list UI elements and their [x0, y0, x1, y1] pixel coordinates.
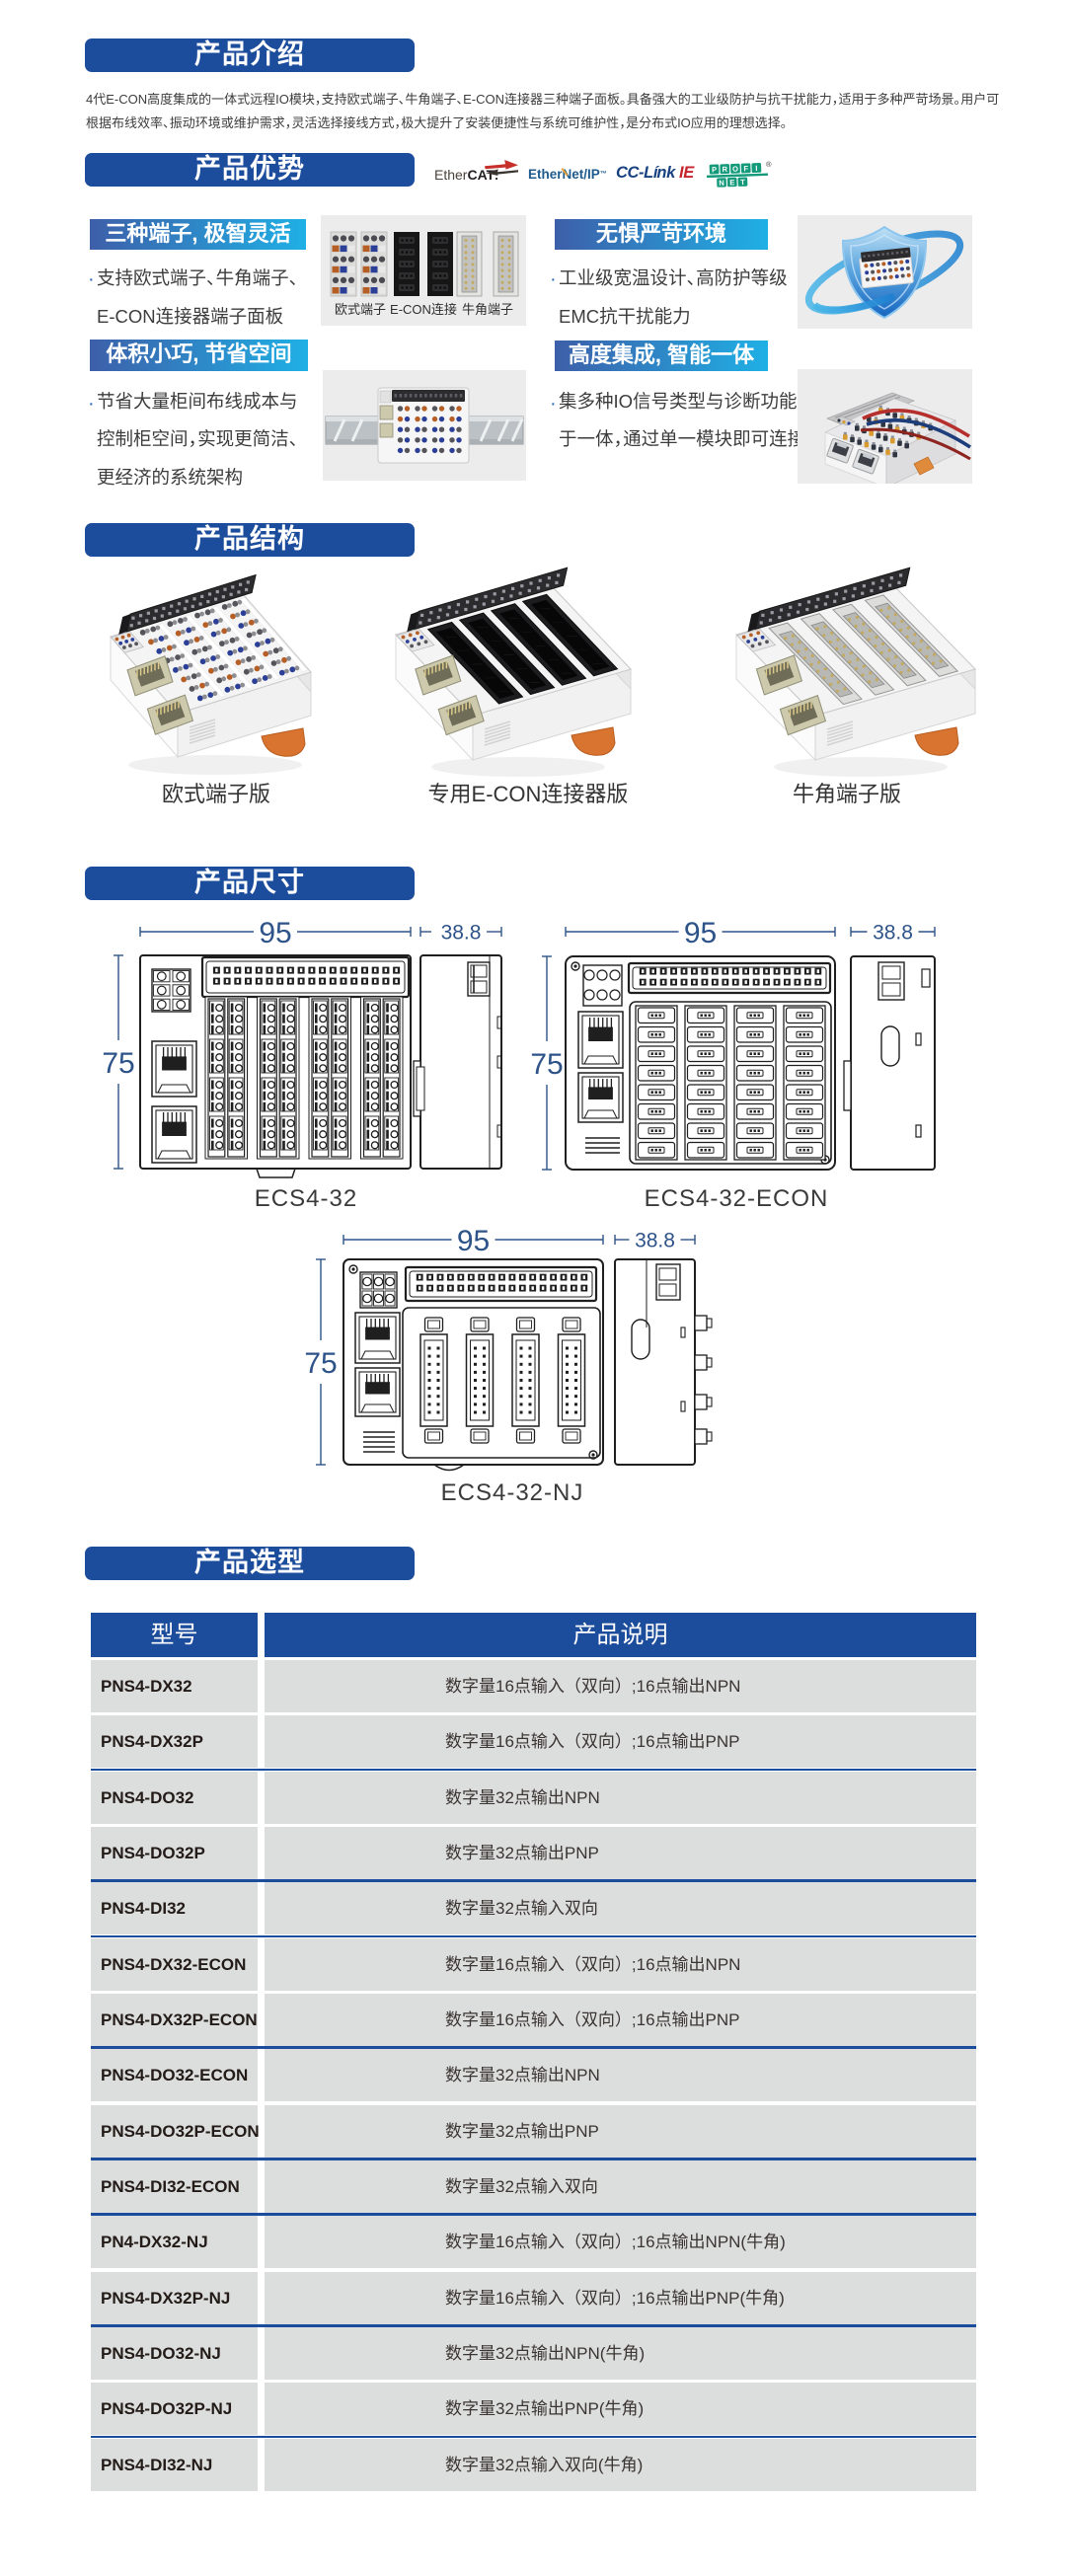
- svg-text:38.8: 38.8: [441, 922, 482, 945]
- svg-text:O: O: [732, 165, 738, 174]
- svg-text:F: F: [743, 164, 748, 173]
- svg-text:75: 75: [102, 1047, 134, 1080]
- svg-text:75: 75: [530, 1048, 563, 1081]
- svg-text:38.8: 38.8: [635, 1230, 675, 1252]
- svg-text:牛角端子: 牛角端子: [462, 302, 513, 317]
- svg-text:38.8: 38.8: [873, 922, 913, 945]
- svg-text:R: R: [722, 165, 727, 174]
- svg-text:75: 75: [304, 1347, 337, 1380]
- svg-text:E: E: [729, 178, 734, 187]
- svg-text:N: N: [719, 179, 724, 188]
- svg-text:95: 95: [259, 917, 291, 949]
- svg-text:P: P: [712, 165, 717, 174]
- svg-text:®: ®: [766, 160, 772, 169]
- svg-text:欧式端子: 欧式端子: [335, 302, 386, 317]
- svg-text:E-CON连接: E-CON连接: [390, 302, 457, 317]
- svg-text:95: 95: [457, 1225, 490, 1257]
- svg-text:T: T: [740, 178, 745, 187]
- svg-text:95: 95: [684, 917, 717, 949]
- svg-text:I: I: [755, 164, 757, 173]
